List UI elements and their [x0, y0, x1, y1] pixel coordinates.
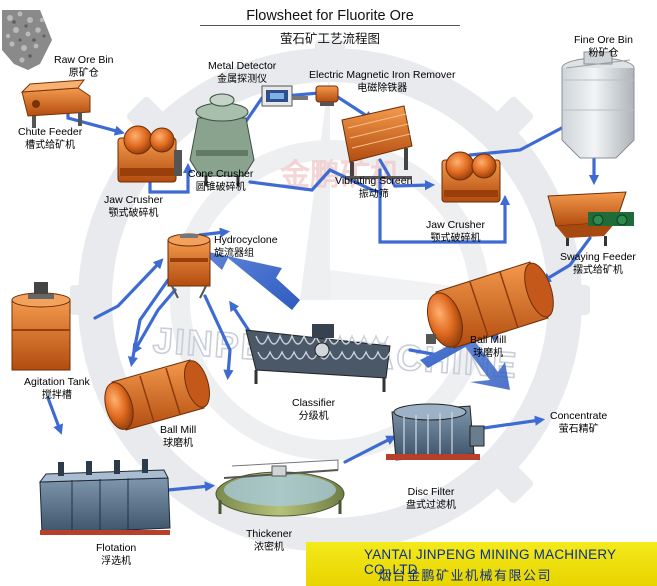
agitation-tank	[11, 282, 71, 371]
fine-ore-bin	[561, 51, 635, 159]
label-jaw-crusher-1: Jaw Crusher 颚式破碎机	[104, 194, 163, 219]
company-name-en: YANTAI JINPENG MINING MACHINERY CO.,LTD	[364, 547, 616, 577]
label-jaw-crusher-2: Jaw Crusher 颚式破碎机	[426, 219, 485, 244]
ball-mill-1	[426, 261, 554, 349]
label-thickener: Thickener 浓密机	[246, 528, 293, 553]
iron-remover	[315, 85, 339, 106]
chute-feeder	[20, 79, 91, 128]
title-zh: 萤石矿工艺流程图	[279, 31, 380, 46]
raw-ore-bin	[2, 10, 52, 70]
label-iron-remover: Electric Magnetic Iron Remover 电磁除铁器	[309, 69, 456, 94]
label-disc-filter: Disc Filter 盘式过滤机	[406, 486, 456, 511]
company-name-zh: 烟台金鹏矿业机械有限公司	[378, 569, 553, 584]
company-banner: YANTAI JINPENG MINING MACHINERY CO.,LTD …	[306, 542, 657, 586]
label-classifier: Classifier 分级机	[292, 397, 336, 422]
disc-filter	[386, 403, 485, 461]
jaw-crusher-2	[441, 151, 501, 203]
label-raw-ore-bin: Raw Ore Bin 原矿仓	[54, 54, 114, 79]
flotation-cells	[38, 459, 171, 535]
label-swaying-feeder: Swaying Feeder 摆式给矿机	[560, 251, 636, 276]
swaying-feeder	[547, 191, 634, 246]
label-cone-crusher: Cone Crusher 圆锥破碎机	[188, 168, 254, 193]
thickener	[215, 459, 345, 517]
label-ball-mill-2: Ball Mill 球磨机	[160, 424, 197, 449]
jaw-crusher-1	[117, 125, 182, 183]
diagram-title: Flowsheet for Fluorite Ore 萤石矿工艺流程图	[200, 8, 460, 47]
cone-crusher	[189, 93, 255, 186]
title-en: Flowsheet for Fluorite Ore	[200, 8, 460, 26]
label-hydrocyclone: Hydrocyclone 旋流器组	[214, 234, 278, 259]
label-chute-feeder: Chute Feeder 槽式给矿机	[18, 126, 83, 151]
label-vibrating-screen: Vibrating Screen 振动筛	[335, 175, 413, 200]
vibrating-screen	[341, 105, 413, 179]
label-flotation: Flotation 浮选机	[96, 542, 137, 567]
spiral-classifier	[245, 324, 391, 392]
ball-mill-2	[104, 359, 210, 431]
label-metal-detector: Metal Detector 金属探测仪	[208, 60, 277, 85]
hydrocyclone	[167, 233, 211, 299]
metal-detector	[261, 85, 308, 107]
label-ball-mill-1: Ball Mill 球磨机	[470, 334, 507, 359]
flow-arrow-to-hydrocyclone	[200, 250, 300, 310]
label-fine-ore-bin: Fine Ore Bin 粉矿仓	[574, 34, 633, 59]
label-concentrate: Concentrate 萤石精矿	[550, 410, 608, 435]
label-agitation-tank: Agitation Tank 搅拌槽	[24, 376, 90, 401]
